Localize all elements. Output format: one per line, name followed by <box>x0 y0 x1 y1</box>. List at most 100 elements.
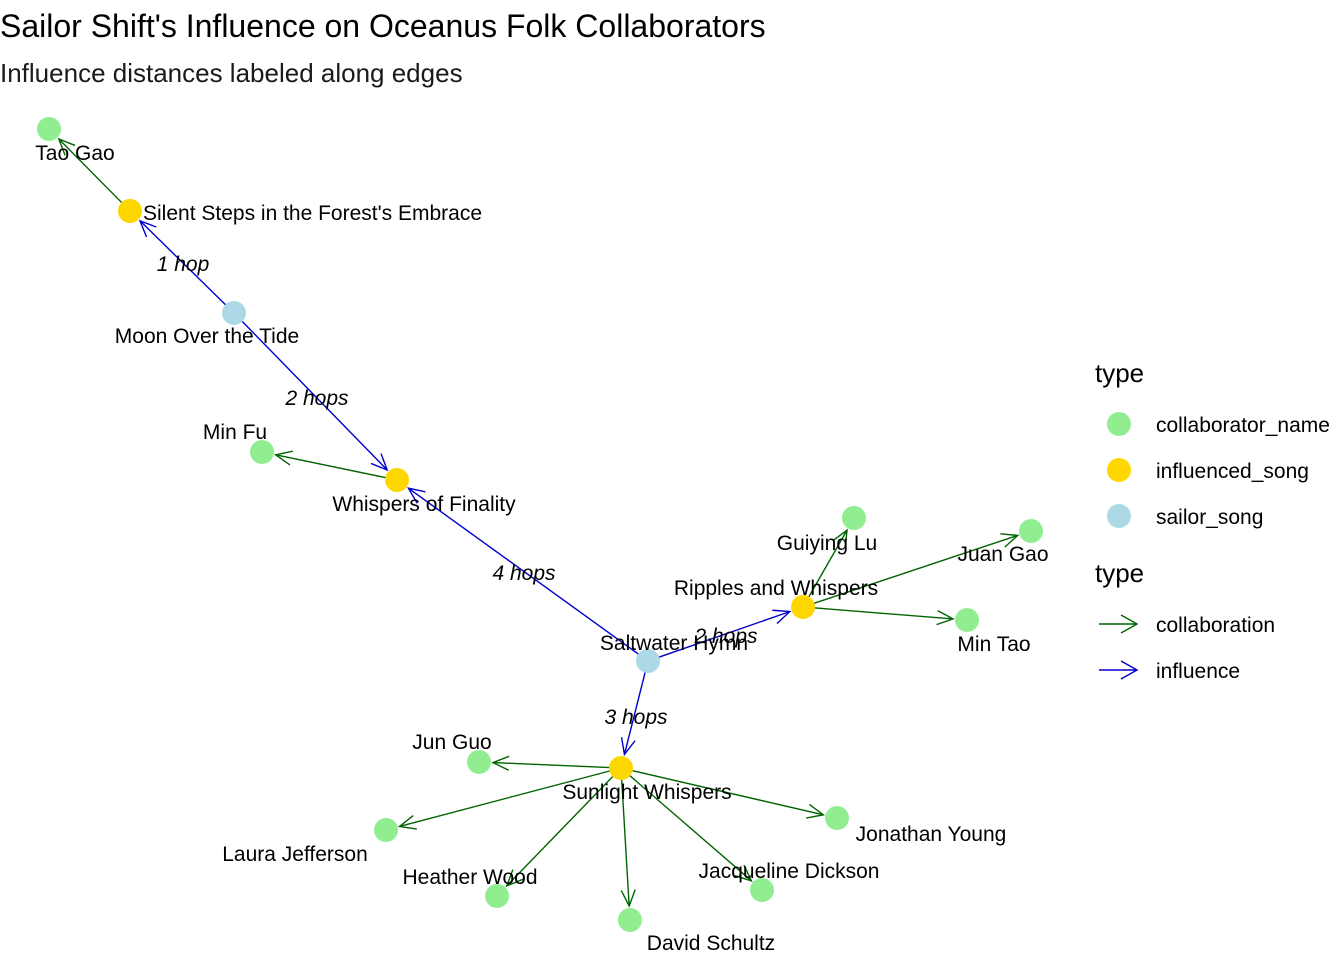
edge-arrowhead <box>620 889 636 908</box>
edge-arrowhead <box>734 864 753 882</box>
edge-influence <box>620 671 647 757</box>
edge-arrowhead <box>406 487 426 504</box>
node-collaborator-name <box>250 440 274 464</box>
edge-line <box>58 138 123 204</box>
edge-line <box>657 610 791 659</box>
node-label: Saltwater Hymn <box>600 632 748 655</box>
node-sailor-song <box>636 649 660 673</box>
legend-label: influenced_song <box>1156 460 1309 483</box>
legend: type collaborator_name influenced_songsai… <box>1095 358 1330 683</box>
edge-line <box>813 607 954 620</box>
edge-line <box>492 761 611 769</box>
chart-title: Sailor Shift's Influence on Oceanus Folk… <box>0 8 766 44</box>
edge-arrowhead <box>832 528 848 548</box>
edge-arrowhead <box>138 219 157 238</box>
edges-layer <box>57 137 1020 908</box>
node-label: Jonathan Young <box>856 823 1007 846</box>
chart-subtitle: Influence distances labeled along edges <box>0 58 463 88</box>
legend-label: collaborator_name <box>1156 414 1330 437</box>
node-collaborator-name <box>374 818 398 842</box>
legend-arrow-influence <box>1099 660 1139 680</box>
node-influenced-song <box>609 756 633 780</box>
edge-arrowhead <box>273 450 293 466</box>
edge-line <box>506 775 614 887</box>
node-label: Tao Gao <box>35 142 114 165</box>
edge-labels-layer: 1 hop 2 hops 4 hops 2 hops 3 hops <box>157 253 758 729</box>
edge-line <box>623 671 647 755</box>
node-label: Heather Wood <box>402 866 537 889</box>
legend-node-title: type <box>1095 358 1144 388</box>
node-label: Moon Over the Tide <box>115 325 299 348</box>
edge-influence <box>241 320 389 472</box>
node-label: Guiying Lu <box>777 532 877 555</box>
node-collaborator-name <box>467 750 491 774</box>
node-collaborator-name <box>618 908 642 932</box>
node-label: Min Fu <box>203 421 267 444</box>
edge-arrowhead <box>397 815 417 830</box>
edge-line <box>807 529 848 598</box>
edge-collaboration <box>491 755 611 771</box>
legend-edge-title: type <box>1095 558 1144 588</box>
node-collaborator-name <box>485 884 509 908</box>
edge-influence <box>657 609 792 659</box>
legend-label: collaboration <box>1156 614 1275 637</box>
edge-influence <box>138 219 227 306</box>
edge-arrowhead <box>936 610 955 626</box>
edge-label: 4 hops <box>492 562 556 585</box>
node-collaborator-name <box>842 506 866 530</box>
edge-line <box>399 770 611 828</box>
node-label: Min Tao <box>957 633 1030 656</box>
edge-collaboration <box>631 769 826 819</box>
edge-collaboration <box>628 774 753 882</box>
edge-arrowhead <box>1000 533 1020 548</box>
edge-label: 3 hops <box>604 706 668 729</box>
edge-line <box>813 534 1018 605</box>
legend-arrow-collaboration <box>1099 614 1139 634</box>
edge-arrowhead <box>620 737 636 757</box>
nodes-layer <box>37 117 1043 932</box>
node-label: David Schultz <box>647 932 775 955</box>
edge-collaboration <box>273 450 387 479</box>
edge-arrowhead <box>505 869 524 888</box>
legend-node-items: collaborator_name influenced_song sailor_s… <box>1107 412 1330 529</box>
edge-line <box>620 778 630 907</box>
node-label: Jun Guo <box>412 731 491 754</box>
edge-line <box>275 454 387 479</box>
edge-arrowhead <box>370 453 389 472</box>
edge-collaboration <box>813 533 1020 605</box>
legend-swatch-influenced-song <box>1107 458 1131 482</box>
node-sailor-song <box>222 301 246 325</box>
edge-influence <box>406 487 640 656</box>
node-label: Laura Jefferson <box>222 843 368 866</box>
edge-label: 2 hops <box>284 387 349 410</box>
edge-label: 2 hops <box>693 625 758 648</box>
edge-collaboration <box>807 528 848 598</box>
edge-label: 1 hop <box>157 253 210 276</box>
edge-line <box>631 769 824 816</box>
edge-line <box>407 487 640 656</box>
edge-arrowhead <box>772 609 792 624</box>
edge-collaboration <box>813 607 955 626</box>
node-collaborator-name <box>1019 519 1043 543</box>
edge-line <box>628 774 752 882</box>
node-influenced-song <box>791 595 815 619</box>
node-label: Whispers of Finality <box>332 493 516 516</box>
node-collaborator-name <box>37 117 61 141</box>
node-collaborator-name <box>750 878 774 902</box>
legend-label: sailor_song <box>1156 506 1263 529</box>
node-collaborator-name <box>955 608 979 632</box>
edge-collaboration <box>57 137 123 204</box>
edge-arrowhead <box>57 137 76 156</box>
node-label: Sunlight Whispers <box>562 781 731 804</box>
node-label: Ripples and Whispers <box>674 577 878 600</box>
edge-line <box>241 320 388 471</box>
edge-arrowhead <box>806 803 826 819</box>
node-label: Silent Steps in the Forest's Embrace <box>143 202 482 225</box>
edge-line <box>139 220 227 306</box>
node-label: Jacqueline Dickson <box>699 860 880 883</box>
legend-swatch-sailor-song <box>1107 504 1131 528</box>
node-influenced-song <box>385 468 409 492</box>
node-influenced-song <box>118 199 142 223</box>
